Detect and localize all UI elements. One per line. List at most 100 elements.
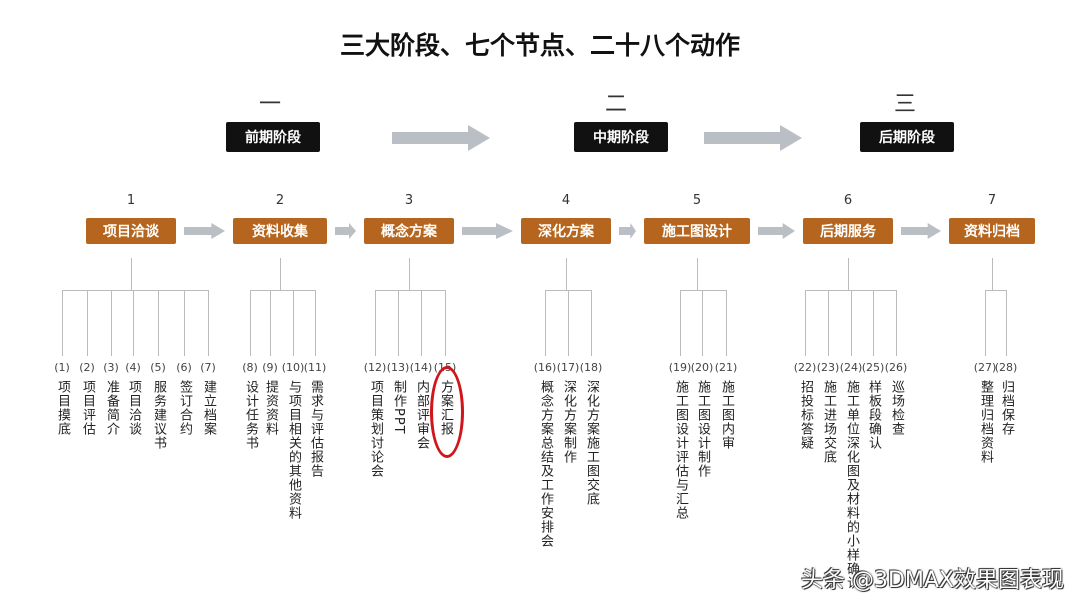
item-number: (8) xyxy=(242,361,258,374)
stage-box: 施工图设计 xyxy=(644,218,750,244)
tree-leaf xyxy=(445,290,446,356)
stage-number: 3 xyxy=(404,193,414,208)
tree-leaf xyxy=(184,290,185,356)
item-label: 建立档案 xyxy=(201,380,216,436)
tree-leaf xyxy=(62,290,63,356)
item-label: 设计任务书 xyxy=(243,380,258,450)
item-label: 项目洽谈 xyxy=(126,380,141,436)
item-label: 深化方案施工图交底 xyxy=(584,380,599,506)
item-label: 项目评估 xyxy=(80,380,95,436)
tree-leaf xyxy=(111,290,112,356)
tree-leaf xyxy=(985,290,986,356)
tree-leaf xyxy=(1006,290,1007,356)
tree-leaf xyxy=(315,290,316,356)
item-label: 项目摸底 xyxy=(55,380,70,436)
item-label: 招投标答疑 xyxy=(798,380,813,450)
stage-box: 概念方案 xyxy=(364,218,454,244)
tree-leaf xyxy=(702,290,703,356)
item-number: (11) xyxy=(303,361,327,374)
tree-leaf xyxy=(591,290,592,356)
tree-leaf xyxy=(828,290,829,356)
item-label: 项目策划讨论会 xyxy=(368,380,383,478)
arrow-right-icon xyxy=(619,223,636,239)
tree-leaf xyxy=(208,290,209,356)
tree-leaf xyxy=(158,290,159,356)
item-number: (9) xyxy=(262,361,278,374)
item-number: (21) xyxy=(714,361,738,374)
item-number: (19) xyxy=(668,361,692,374)
item-label: 施工图设计评估与汇总 xyxy=(673,380,688,520)
item-label: 巡场检查 xyxy=(889,380,904,436)
item-number: (24) xyxy=(839,361,863,374)
stage-box: 项目洽谈 xyxy=(86,218,176,244)
arrow-right-icon xyxy=(184,223,225,239)
tree-leaf xyxy=(398,290,399,356)
tree-stem xyxy=(409,258,410,290)
item-label: 施工单位深化图及材料的小样确认 xyxy=(844,380,859,590)
item-label: 需求与评估报告 xyxy=(308,380,323,478)
item-number: (1) xyxy=(54,361,70,374)
tree-stem xyxy=(992,258,993,290)
item-label: 归档保存 xyxy=(999,380,1014,436)
item-label: 准备简介 xyxy=(104,380,119,436)
arrow-right-icon xyxy=(335,223,356,239)
phase-box-middle: 中期阶段 xyxy=(574,122,668,152)
item-number: (6) xyxy=(176,361,192,374)
item-number: (14) xyxy=(409,361,433,374)
item-number: (27) xyxy=(973,361,997,374)
tree-leaf xyxy=(545,290,546,356)
item-label: 深化方案制作 xyxy=(561,380,576,464)
tree-stem xyxy=(566,258,567,290)
tree-leaf xyxy=(680,290,681,356)
stage-number: 4 xyxy=(561,193,571,208)
stage-number: 5 xyxy=(692,193,702,208)
item-label: 整理归档资料 xyxy=(978,380,993,464)
item-label: 提资资料 xyxy=(263,380,278,436)
item-number: (18) xyxy=(579,361,603,374)
stage-box: 后期服务 xyxy=(803,218,893,244)
tree-leaf xyxy=(375,290,376,356)
highlight-ellipse xyxy=(430,366,464,458)
item-number: (23) xyxy=(816,361,840,374)
item-number: (25) xyxy=(861,361,885,374)
item-label: 施工图设计制作 xyxy=(695,380,710,478)
item-number: (20) xyxy=(690,361,714,374)
item-number: (7) xyxy=(200,361,216,374)
tree-branch xyxy=(250,290,315,291)
item-number: (16) xyxy=(533,361,557,374)
phase-number-1: 一 xyxy=(258,92,282,117)
tree-leaf xyxy=(805,290,806,356)
tree-leaf xyxy=(293,290,294,356)
item-label: 施工图内审 xyxy=(719,380,734,450)
phase-number-3: 三 xyxy=(893,92,917,117)
tree-stem xyxy=(280,258,281,290)
item-number: (12) xyxy=(363,361,387,374)
diagram-title: 三大阶段、七个节点、二十八个动作 xyxy=(339,31,740,60)
stage-box: 资料归档 xyxy=(949,218,1035,244)
tree-stem xyxy=(697,258,698,290)
item-number: (4) xyxy=(125,361,141,374)
tree-leaf xyxy=(87,290,88,356)
item-label: 与项目相关的其他资料 xyxy=(286,380,301,520)
tree-branch xyxy=(680,290,726,291)
tree-leaf xyxy=(250,290,251,356)
item-label: 样板段确认 xyxy=(866,380,881,450)
item-number: (22) xyxy=(793,361,817,374)
tree-leaf xyxy=(270,290,271,356)
stage-number: 2 xyxy=(275,193,285,208)
tree-branch xyxy=(805,290,896,291)
item-number: (28) xyxy=(994,361,1018,374)
item-number: (3) xyxy=(103,361,119,374)
watermark: 头条 @3DMAX效果图表现 xyxy=(800,568,1064,593)
arrow-right-icon xyxy=(901,223,941,239)
arrow-right-icon xyxy=(758,223,795,239)
stage-box: 深化方案 xyxy=(521,218,611,244)
tree-leaf xyxy=(873,290,874,356)
arrow-right-icon xyxy=(462,223,513,239)
item-label: 概念方案总结及工作安排会 xyxy=(538,380,553,548)
item-number: (17) xyxy=(556,361,580,374)
phase-number-2: 二 xyxy=(604,92,628,117)
stage-box: 资料收集 xyxy=(233,218,327,244)
phase-box-late: 后期阶段 xyxy=(860,122,954,152)
